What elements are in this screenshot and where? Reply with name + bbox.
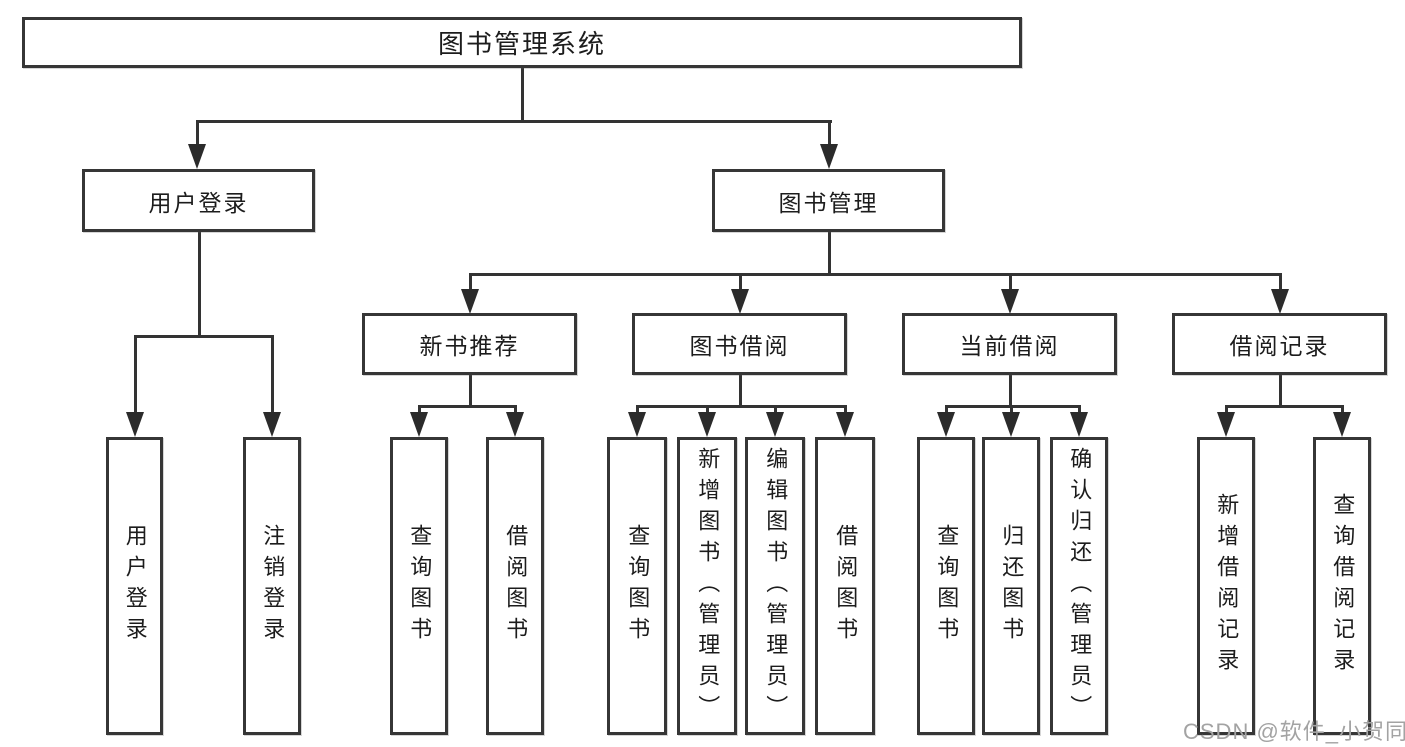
node-label: 查询图书 (625, 524, 651, 648)
arrow-shaft (469, 273, 472, 291)
node-label: 借阅记录 (1229, 333, 1330, 359)
csdn-watermark: CSDN @软件_小贺同学 (1183, 719, 1405, 744)
arrow-shaft (1341, 405, 1344, 415)
node-query-books-current: 查询图书 (917, 437, 975, 735)
node-label: 新增图书（管理员） (695, 446, 721, 726)
arrow-shaft (418, 405, 421, 415)
connector-line (134, 335, 274, 338)
node-label: 用户登录 (148, 189, 249, 216)
arrow-down-icon (628, 412, 646, 437)
arrow-shaft (945, 405, 948, 415)
node-new-book-recommend: 新书推荐 (362, 313, 577, 375)
arrow-down-icon (1002, 412, 1020, 437)
node-edit-book-admin: 编辑图书（管理员） (745, 437, 805, 735)
node-label: 借阅图书 (833, 524, 859, 648)
node-book-management: 图书管理 (712, 169, 945, 232)
node-query-borrow-record: 查询借阅记录 (1313, 437, 1371, 735)
node-label: 图书管理 (778, 189, 879, 216)
node-user-login-group: 用户登录 (82, 169, 315, 232)
arrow-shaft (1279, 273, 1282, 291)
arrow-down-icon (410, 412, 428, 437)
node-current-borrowing: 当前借阅 (902, 313, 1117, 375)
arrow-down-icon (766, 412, 784, 437)
arrow-down-icon (937, 412, 955, 437)
node-borrowing-records: 借阅记录 (1172, 313, 1387, 375)
node-borrow-books-borrow: 借阅图书 (815, 437, 875, 735)
arrow-shaft (1009, 273, 1012, 291)
arrow-shaft (739, 273, 742, 291)
node-label: 查询图书 (934, 524, 960, 648)
node-label: 图书借阅 (689, 333, 790, 359)
node-add-book-admin: 新增图书（管理员） (677, 437, 737, 735)
arrow-shaft (1078, 405, 1081, 415)
arrow-down-icon (1070, 412, 1088, 437)
node-confirm-return-admin: 确认归还（管理员） (1050, 437, 1108, 735)
arrow-down-icon (698, 412, 716, 437)
connector-line (196, 120, 832, 123)
node-label: 查询图书 (407, 524, 433, 648)
node-add-borrow-record: 新增借阅记录 (1197, 437, 1255, 735)
node-label: 用户登录 (122, 524, 148, 648)
connector-line (469, 273, 1282, 276)
arrow-shaft (1010, 405, 1013, 415)
node-label: 新书推荐 (419, 333, 520, 359)
arrow-down-icon (836, 412, 854, 437)
arrow-down-icon (461, 289, 479, 314)
connector-line (1225, 405, 1344, 408)
connector-line (521, 68, 524, 120)
node-borrow-books-recommend: 借阅图书 (486, 437, 544, 735)
node-label: 归还图书 (999, 524, 1025, 648)
arrow-down-icon (1333, 412, 1351, 437)
node-label: 新增借阅记录 (1214, 493, 1240, 679)
arrow-down-icon (263, 412, 281, 437)
node-label: 当前借阅 (959, 333, 1060, 359)
arrow-down-icon (1001, 289, 1019, 314)
connector-line (828, 232, 831, 275)
node-query-books-recommend: 查询图书 (390, 437, 448, 735)
arrow-shaft (196, 120, 199, 146)
arrow-shaft (706, 405, 709, 415)
node-label: 图书管理系统 (437, 29, 606, 59)
arrow-down-icon (1271, 289, 1289, 314)
arrow-shaft (514, 405, 517, 415)
connector-line (198, 232, 201, 336)
node-label: 注销登录 (260, 524, 286, 648)
node-user-login: 用户登录 (106, 437, 163, 735)
arrow-down-icon (506, 412, 524, 437)
arrow-shaft (774, 405, 777, 415)
arrow-shaft (844, 405, 847, 415)
connector-line (469, 375, 472, 407)
connector-line (739, 375, 742, 407)
connector-line (418, 405, 517, 408)
arrow-shaft (636, 405, 639, 415)
arrow-down-icon (820, 144, 838, 169)
connector-line (636, 405, 847, 408)
node-query-books-borrow: 查询图书 (607, 437, 667, 735)
connector-line (1009, 375, 1012, 407)
arrow-down-icon (731, 289, 749, 314)
arrow-shaft (134, 335, 137, 415)
arrow-shaft (1225, 405, 1228, 415)
node-label: 确认归还（管理员） (1067, 446, 1093, 726)
node-label: 查询借阅记录 (1330, 493, 1356, 679)
node-label: 编辑图书（管理员） (763, 446, 789, 726)
arrow-shaft (271, 335, 274, 415)
node-return-books: 归还图书 (982, 437, 1040, 735)
arrow-down-icon (188, 144, 206, 169)
arrow-shaft (828, 120, 831, 146)
node-book-borrowing: 图书借阅 (632, 313, 847, 375)
arrow-down-icon (126, 412, 144, 437)
arrow-down-icon (1217, 412, 1235, 437)
node-logout: 注销登录 (243, 437, 301, 735)
node-library-system: 图书管理系统 (22, 17, 1022, 68)
connector-line (1279, 375, 1282, 407)
connector-line (945, 405, 1081, 408)
node-label: 借阅图书 (503, 524, 529, 648)
